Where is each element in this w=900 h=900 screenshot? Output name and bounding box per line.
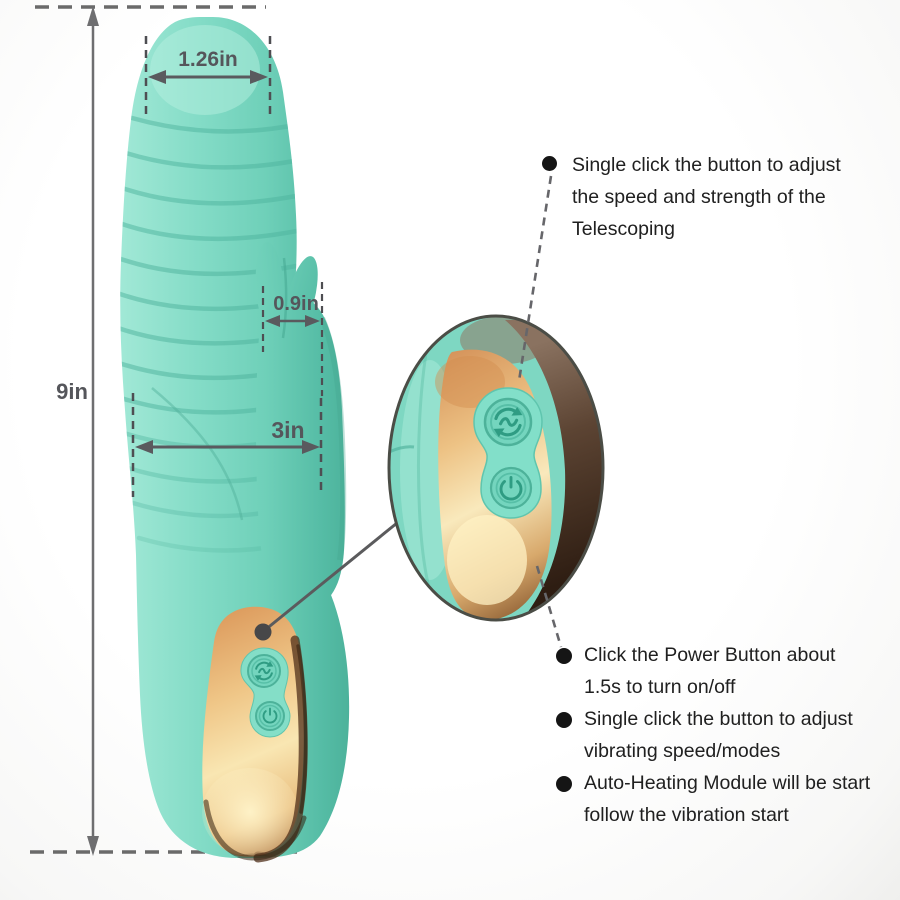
inset-telescoping-button [483, 397, 533, 447]
bullet-dot [542, 156, 557, 171]
magnifier-border [387, 314, 605, 622]
callout-line: Single click the button to adjust [584, 708, 853, 730]
bullet-dot [556, 648, 572, 664]
dimension-1-26in: 1.26in [144, 36, 272, 120]
inset-power-button [489, 466, 533, 510]
dimension-label-length: 9in [56, 379, 88, 404]
magnifier-connector-line [264, 521, 398, 632]
device-illustration [120, 16, 350, 863]
dimension-label-head: 1.26in [178, 48, 238, 71]
callout-telescoping: Single click the button to adjust the sp… [572, 149, 841, 245]
callout-heating: Auto-Heating Module will be start follow… [584, 767, 870, 831]
dimension-3in: 3in [131, 393, 323, 497]
callout-line: Auto-Heating Module will be start [584, 772, 871, 794]
callout-power: Click the Power Button about 1.5s to tur… [584, 639, 870, 703]
callout-line: 1.5s to turn on/off [584, 676, 736, 698]
control-panel [202, 606, 308, 863]
body-seam [151, 387, 244, 521]
power-note-connector [535, 565, 563, 648]
dimension-9in: 9in [56, 6, 99, 856]
magnifier-inset [387, 314, 605, 622]
dimension-label-stimulator: 0.9in [273, 293, 319, 315]
telescoping-note-connector [517, 175, 553, 382]
bullet-dot [556, 776, 572, 792]
dimension-annotations: 9in 1.26in 0.9in 3in [35, 5, 324, 856]
device-telescoping-button [247, 654, 281, 688]
device-power-button [255, 701, 285, 731]
callout-line: Click the Power Button about [584, 644, 836, 666]
callout-line: Telescoping [572, 218, 675, 240]
device-reflection [117, 856, 349, 900]
callout-vibration: Single click the button to adjust vibrat… [584, 703, 870, 767]
callout-line: follow the vibration start [584, 804, 789, 826]
callout-line: vibrating speed/modes [584, 740, 781, 762]
callout-anchor-dot [254, 623, 272, 641]
dimension-0-9in: 0.9in [261, 282, 324, 396]
callout-notes-list: Click the Power Button about 1.5s to tur… [584, 639, 870, 831]
bullet-dot [556, 712, 572, 728]
callout-line: the speed and strength of the [572, 186, 826, 208]
head-highlight [150, 25, 260, 115]
callout-line: Single click the button to adjust [572, 154, 841, 176]
dimension-label-body: 3in [271, 417, 304, 443]
